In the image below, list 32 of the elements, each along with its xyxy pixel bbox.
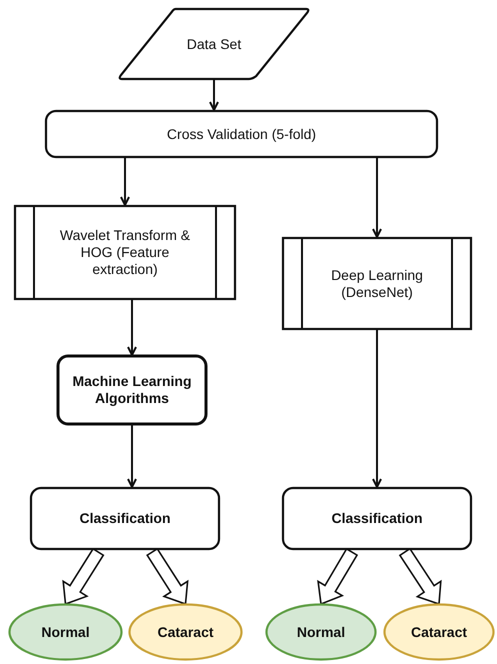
- node-label: Cross Validation (5-fold): [166, 126, 316, 142]
- result-ellipse: [383, 603, 495, 661]
- node-label: Cataract: [410, 624, 468, 640]
- node-label: Cataract: [157, 624, 214, 640]
- block-arrow: [398, 548, 442, 606]
- process-box: [282, 487, 472, 550]
- node-label: Deep Learning (DenseNet): [330, 266, 424, 300]
- predefined-process-box: [14, 205, 236, 300]
- arrow: [127, 425, 137, 488]
- arrow: [209, 80, 219, 111]
- result-ellipse: [128, 603, 243, 661]
- data-parallelogram: [118, 8, 310, 80]
- arrow: [372, 158, 382, 238]
- node-label: Machine Learning Algorithms: [71, 373, 193, 407]
- node-label: Normal: [41, 624, 90, 640]
- block-arrow: [146, 548, 189, 606]
- block-arrow: [317, 548, 358, 606]
- arrow: [127, 300, 137, 356]
- result-ellipse: [265, 603, 377, 661]
- node-label: Normal: [296, 624, 346, 640]
- predefined-process-box: [282, 237, 472, 330]
- block-arrow: [62, 548, 104, 606]
- node-label: Classification: [79, 510, 171, 527]
- node-label: Data Set: [186, 36, 242, 52]
- process-box: [45, 110, 438, 158]
- process-box: [57, 355, 207, 425]
- arrow: [372, 330, 382, 488]
- node-label: Classification: [331, 510, 423, 527]
- process-box: [30, 487, 220, 550]
- node-label: Wavelet Transform & HOG (Feature extraction): [58, 227, 192, 278]
- arrow: [120, 158, 130, 206]
- result-ellipse: [8, 603, 123, 661]
